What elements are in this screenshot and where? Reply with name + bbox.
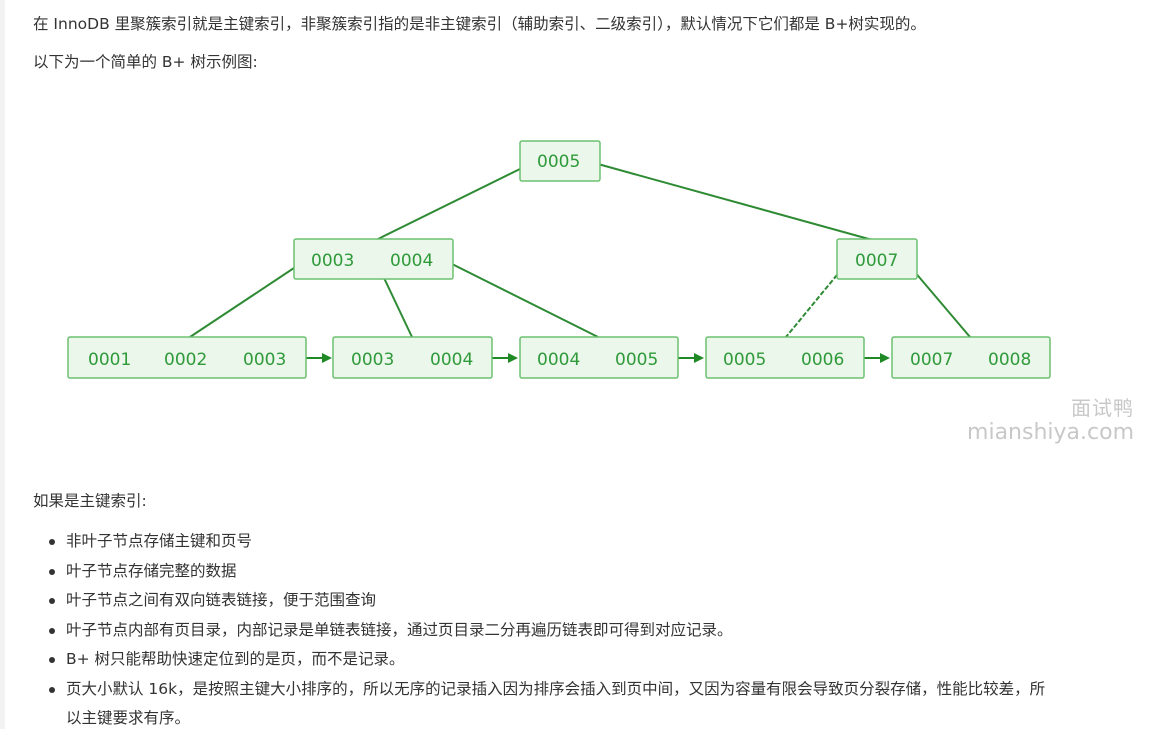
list-item: 叶子节点存储完整的数据	[49, 557, 1141, 587]
edge-r-leaf4	[785, 263, 847, 338]
bplus-tree-diagram: 0005 0003 0004 0007 0001 0002 0003 0003 …	[0, 120, 1156, 450]
internal-node-right	[836, 238, 918, 280]
leaf3-key-1: 0004	[537, 350, 580, 370]
list-item-text-continued: 以主键要求有序。	[66, 709, 191, 727]
root-key: 0005	[537, 152, 580, 172]
edge-l-leaf1	[189, 263, 301, 338]
list-item: 页大小默认 16k，是按照主键大小排序的，所以无序的记录插入因为排序会插入到页中…	[49, 675, 1141, 729]
bullet-dot-icon	[49, 568, 55, 575]
list-item-text: 非叶子节点存储主键和页号	[66, 532, 253, 550]
bullet-dot-icon	[49, 627, 55, 634]
bullet-dot-icon	[49, 598, 55, 604]
leaf-node-4	[705, 336, 865, 379]
leaf-node-5	[891, 336, 1051, 379]
leaf2-key-2: 0004	[430, 350, 473, 370]
section-title: 如果是主键索引:	[33, 492, 147, 510]
leaf1-key-2: 0002	[164, 350, 207, 370]
leaf5-key-1: 0007	[910, 350, 953, 370]
leaf4-key-2: 0006	[801, 350, 844, 370]
leaf1-key-1: 0001	[88, 350, 131, 370]
root-node	[519, 140, 601, 182]
diagram-caption: 以下为一个简单的 B+ 树示例图:	[33, 53, 258, 71]
edge-l-leaf3	[443, 259, 599, 338]
list-item-text: B+ 树只能帮助快速定位到的是页，而不是记录。	[66, 650, 405, 668]
feature-list: 非叶子节点存储主键和页号 叶子节点存储完整的数据 叶子节点之间有双向链表链接，便…	[49, 527, 1141, 729]
internal-left-key-1: 0003	[311, 251, 354, 271]
internal-left-key-2: 0004	[390, 251, 433, 271]
list-item: 叶子节点内部有页目录，内部记录是单链表链接，通过页目录二分再遍历链表即可得到对应…	[49, 616, 1141, 646]
internal-right-key-1: 0007	[855, 251, 898, 271]
watermark-brand-url: mianshiya.com	[967, 420, 1134, 445]
list-item-text: 叶子节点之间有双向链表链接，便于范围查询	[66, 591, 377, 609]
watermark-brand-cn: 面试鸭	[1071, 396, 1134, 420]
list-item: 叶子节点之间有双向链表链接，便于范围查询	[49, 586, 1141, 616]
leaf-node-1	[67, 336, 307, 379]
leaf-node-2	[332, 336, 493, 379]
tree-edges	[189, 163, 971, 338]
leaf-node-3	[519, 336, 679, 379]
list-item: B+ 树只能帮助快速定位到的是页，而不是记录。	[49, 645, 1141, 675]
leaf1-key-3: 0003	[243, 350, 286, 370]
node-boxes	[67, 140, 1051, 379]
edge-root-right	[597, 163, 877, 242]
bullet-dot-icon	[49, 686, 55, 693]
leaf5-key-2: 0008	[988, 350, 1031, 370]
edge-r-leaf5	[907, 263, 971, 338]
leaf3-key-2: 0005	[615, 350, 658, 370]
list-item-text: 页大小默认 16k，是按照主键大小排序的，所以无序的记录插入因为排序会插入到页中…	[66, 679, 1046, 698]
list-item-text: 叶子节点内部有页目录，内部记录是单链表链接，通过页目录二分再遍历链表即可得到对应…	[66, 620, 733, 639]
bullet-dot-icon	[49, 657, 55, 663]
left-border	[0, 0, 5, 729]
list-item-text: 叶子节点存储完整的数据	[66, 561, 237, 580]
list-item: 非叶子节点存储主键和页号	[49, 527, 1141, 557]
intro-paragraph: 在 InnoDB 里聚簇索引就是主键索引，非聚簇索引指的是非主键索引（辅助索引、…	[33, 15, 926, 33]
leaf2-key-1: 0003	[351, 350, 394, 370]
internal-node-left	[293, 238, 454, 280]
leaf4-key-1: 0005	[723, 350, 766, 370]
bplus-tree-svg: 0005 0003 0004 0007 0001 0002 0003 0003 …	[67, 140, 1051, 379]
edge-root-left	[373, 167, 523, 242]
node-keys: 0005 0003 0004 0007 0001 0002 0003 0003 …	[88, 152, 1031, 370]
bullet-dot-icon	[49, 539, 55, 545]
